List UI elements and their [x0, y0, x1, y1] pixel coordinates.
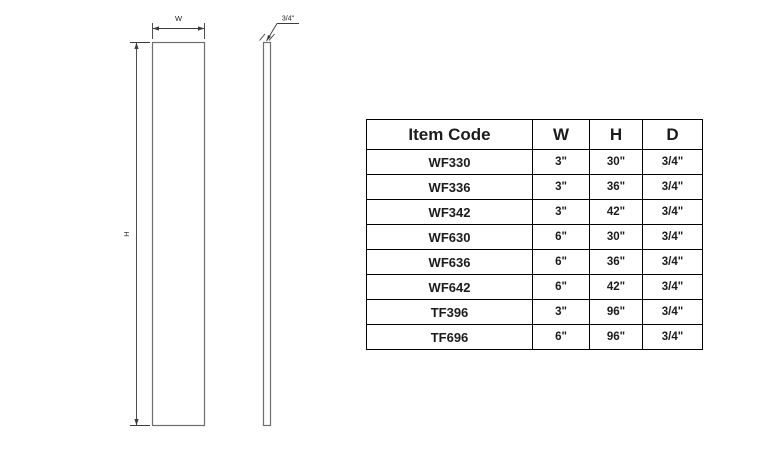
- header-w: W: [532, 119, 590, 150]
- table-row: WF342 3" 42" 3/4": [366, 199, 703, 225]
- cell-h: 36": [589, 249, 643, 275]
- table-row: TF396 3" 96" 3/4": [366, 299, 703, 325]
- cell-item-code: TF396: [366, 299, 533, 325]
- cell-item-code: WF330: [366, 149, 533, 175]
- height-dimension: [130, 42, 150, 426]
- cell-d: 3/4": [642, 299, 703, 325]
- cell-w: 6": [532, 224, 590, 250]
- cell-item-code: TF696: [366, 324, 533, 350]
- cell-item-code: WF636: [366, 249, 533, 275]
- header-h: H: [589, 119, 643, 150]
- header-row: Item Code W H D: [366, 119, 703, 150]
- cell-w: 3": [532, 149, 590, 175]
- cell-w: 6": [532, 249, 590, 275]
- depth-leader-arrow: [266, 35, 272, 41]
- header-item-code: Item Code: [366, 119, 533, 150]
- cell-h: 96": [589, 299, 643, 325]
- table-row: WF630 6" 30" 3/4": [366, 224, 703, 250]
- cell-h: 42": [589, 274, 643, 300]
- width-dimension-label: W: [175, 14, 183, 23]
- cell-item-code: WF642: [366, 274, 533, 300]
- cell-h: 30": [589, 224, 643, 250]
- cell-item-code: WF342: [366, 199, 533, 225]
- spec-table-body: WF330 3" 30" 3/4" WF336 3" 36" 3/4" WF34…: [366, 149, 703, 350]
- table-row: WF330 3" 30" 3/4": [366, 149, 703, 175]
- cell-d: 3/4": [642, 324, 703, 350]
- spec-table-header: Item Code W H D: [366, 119, 703, 150]
- cell-w: 6": [532, 274, 590, 300]
- cell-item-code: WF336: [366, 174, 533, 200]
- depth-dimension: [259, 23, 299, 42]
- cell-item-code: WF630: [366, 224, 533, 250]
- cell-d: 3/4": [642, 199, 703, 225]
- cell-w: 3": [532, 299, 590, 325]
- depth-dimension-label: 3/4": [282, 16, 295, 23]
- cell-d: 3/4": [642, 249, 703, 275]
- width-dimension: [152, 23, 205, 39]
- height-dimension-label: H: [122, 231, 131, 236]
- table-row: TF696 6" 96" 3/4": [366, 324, 703, 350]
- cell-w: 3": [532, 199, 590, 225]
- cell-w: 3": [532, 174, 590, 200]
- cell-d: 3/4": [642, 174, 703, 200]
- width-arrow-left: [152, 26, 159, 31]
- technical-drawing: W H 3/4": [122, 14, 299, 427]
- spec-table: Item Code W H D WF330 3" 30" 3/4" WF336 …: [366, 119, 703, 350]
- cell-h: 42": [589, 199, 643, 225]
- table-row: WF336 3" 36" 3/4": [366, 174, 703, 200]
- table-row: WF642 6" 42" 3/4": [366, 274, 703, 300]
- cell-d: 3/4": [642, 274, 703, 300]
- front-view-panel: [151, 41, 206, 427]
- header-d: D: [642, 119, 703, 150]
- side-view-panel: [262, 41, 272, 427]
- cell-d: 3/4": [642, 149, 703, 175]
- table-row: WF636 6" 36" 3/4": [366, 249, 703, 275]
- width-arrow-right: [198, 26, 205, 31]
- height-arrow-top: [134, 42, 139, 49]
- cell-w: 6": [532, 324, 590, 350]
- cell-h: 96": [589, 324, 643, 350]
- cell-h: 36": [589, 174, 643, 200]
- cell-d: 3/4": [642, 224, 703, 250]
- cell-h: 30": [589, 149, 643, 175]
- height-arrow-bottom: [134, 419, 139, 426]
